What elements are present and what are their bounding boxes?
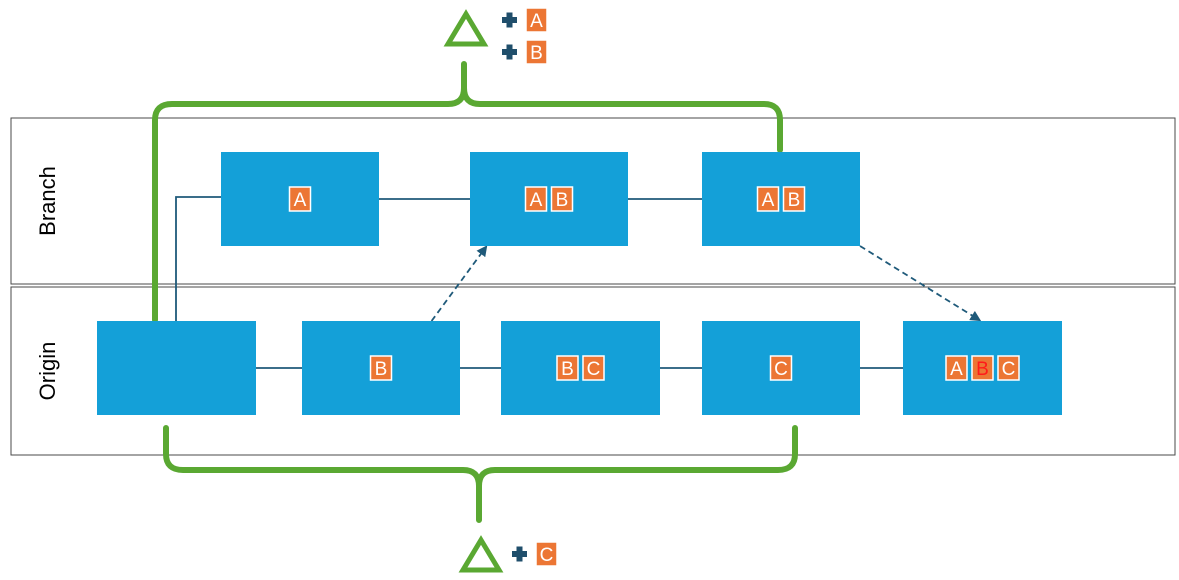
commit-tag-a: A [945, 355, 968, 381]
commit-origin-2[interactable]: B [302, 321, 460, 415]
commit-tag-label: A [530, 190, 543, 211]
lane-origin: Origin [10, 286, 1176, 456]
delta-tag-label: A [530, 11, 543, 32]
commit-tag-c: C [997, 355, 1020, 381]
branch-delta-bracket [152, 61, 783, 323]
commit-branch-1[interactable]: A [221, 152, 379, 246]
origin-delta-bracket [163, 425, 798, 523]
delta-tag-label: B [530, 43, 543, 64]
delta-tag-label: C [540, 545, 554, 566]
commit-tag-label: C [1002, 359, 1016, 380]
commit-tag-b: B [556, 355, 579, 381]
lane-label-origin: Origin [35, 342, 60, 401]
connector-origin-2-to-branch-2 [430, 245, 488, 322]
connector-branch-3-to-origin-5 [859, 245, 982, 322]
origin-delta-change: C [512, 541, 558, 567]
lane-branch: Branch [10, 117, 1176, 285]
commit-tag-c: C [769, 355, 793, 381]
plus-icon [502, 44, 517, 60]
commit-tag-a: A [756, 186, 780, 212]
commit-tag-label: A [762, 190, 775, 211]
commit-tag-label: B [976, 359, 989, 380]
commit-tag-c: C [582, 355, 605, 381]
commit-tag-label: C [774, 359, 788, 380]
delta-tag-a: A [525, 7, 548, 33]
commit-tag-a: A [524, 186, 548, 212]
commit-tag-label: A [950, 359, 963, 380]
branch-delta-change: B [502, 39, 548, 65]
delta-icon [443, 9, 489, 47]
commit-tag-b: B [369, 355, 393, 381]
commit-origin-4[interactable]: C [702, 321, 860, 415]
commit-tag-b: B [782, 186, 806, 212]
commit-tag-label: B [561, 359, 574, 380]
delta-tag-c: C [535, 541, 558, 567]
commit-tag-label: B [375, 359, 388, 380]
delta-tag-b: B [525, 39, 548, 65]
commit-tag-label: B [788, 190, 801, 211]
plus-icon [502, 12, 517, 28]
commit-tag-label: B [556, 190, 569, 211]
origin-delta: C [458, 535, 558, 573]
commit-tag-label: C [587, 359, 601, 380]
delta-icon [458, 535, 504, 573]
connector-layer [175, 196, 982, 369]
commit-tag-b: B [971, 355, 994, 381]
connector-origin-1-to-branch-1 [175, 196, 221, 321]
commit-tag-a: A [288, 186, 312, 212]
lane-label-branch: Branch [35, 166, 60, 236]
commit-tag-b: B [550, 186, 574, 212]
commit-origin-1[interactable] [97, 321, 256, 415]
branch-delta-change: A [502, 7, 548, 33]
branch-delta: AB [443, 7, 548, 65]
plus-icon [512, 546, 527, 562]
commit-tag-label: A [294, 190, 307, 211]
delta-layer: ABC [443, 7, 558, 573]
